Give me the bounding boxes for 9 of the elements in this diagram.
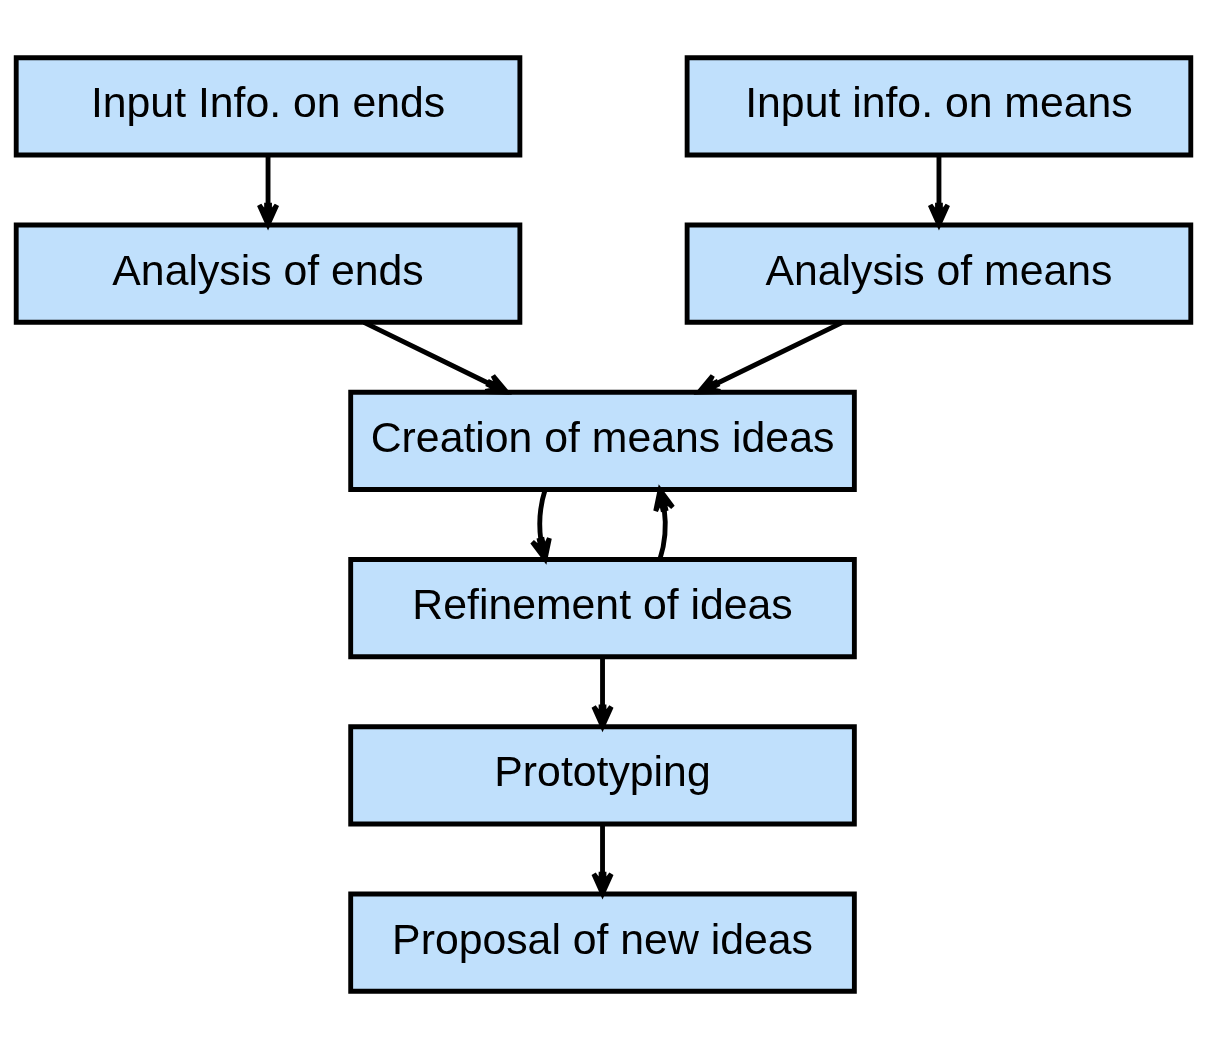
node-box: Input Info. on ends: [13, 54, 523, 157]
arrow: [653, 487, 676, 560]
node-box: Input info. on means: [684, 54, 1194, 157]
node-box: Refinement of ideas: [348, 556, 857, 659]
node-box: Proposal of new ideas: [348, 891, 857, 994]
node-box: Analysis of means: [684, 222, 1194, 325]
node-box: Prototyping: [348, 723, 857, 826]
node-box: Analysis of ends: [13, 222, 523, 325]
node-box: Creation of means ideas: [348, 389, 857, 492]
